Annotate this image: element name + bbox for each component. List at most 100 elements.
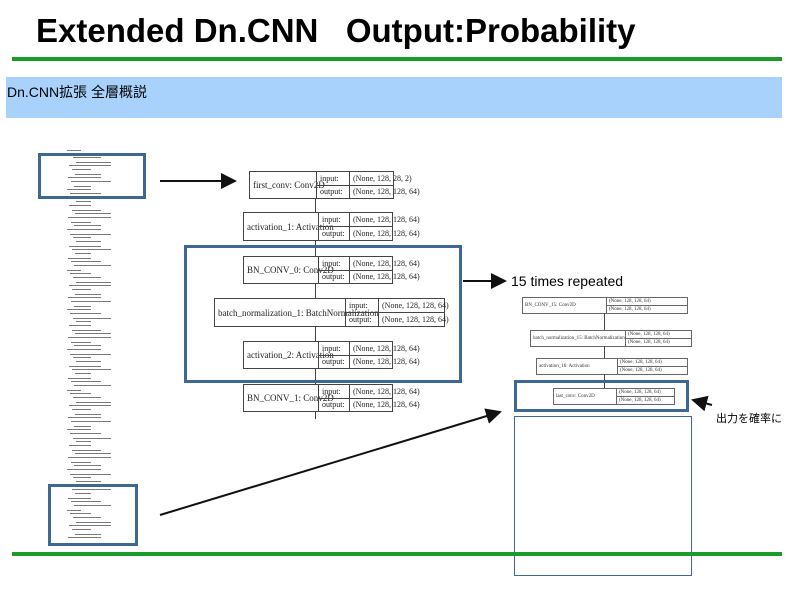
thumbnail-line: [74, 465, 101, 466]
edge: [315, 411, 316, 419]
thumbnail-line: [73, 357, 91, 358]
thumbnail-line: [68, 537, 101, 538]
thumbnail-line: [75, 294, 101, 295]
output-shape: (None, 128, 128, 64): [617, 396, 674, 404]
thumbnail-line: [69, 205, 91, 206]
layer-name: batch_normalization_15: BatchNormalizati…: [533, 336, 625, 341]
input-label: input:: [322, 258, 341, 268]
thumbnail-line: [67, 510, 81, 511]
output-label: output:: [317, 184, 349, 199]
layer-node-batch-normalization-1: batch_normalization_1: BatchNormalizatio…: [214, 298, 449, 327]
thumbnail-line: [72, 409, 91, 410]
thumbnail-line: [76, 282, 111, 283]
output-label: output:: [319, 269, 349, 284]
input-label: input:: [349, 301, 368, 310]
thumbnail-line: [72, 369, 111, 370]
layer-name: BN_CONV_0: Conv2D: [247, 265, 334, 275]
layer-name: last_conv: Conv2D: [556, 394, 595, 399]
layer-name: activation_1: Activation: [247, 221, 334, 232]
thumbnail-line: [67, 429, 91, 430]
input-label: input:: [322, 386, 341, 396]
thumbnail-line: [72, 529, 91, 530]
layer-node-bn-conv-1: BN_CONV_1: Conv2D input: output: (None, …: [243, 384, 420, 412]
thumbnail-line: [74, 505, 111, 506]
thumbnail-line: [75, 453, 111, 454]
thumbnail-line: [73, 438, 111, 439]
thumbnail-line: [76, 241, 101, 242]
thumbnail-line: [70, 393, 91, 394]
thumbnail-line: [68, 217, 111, 218]
thumbnail-line: [75, 414, 101, 415]
thumbnail-line: [71, 421, 111, 422]
thumbnail-line: [71, 501, 101, 502]
output-box: [514, 416, 692, 576]
thumbnail-line: [67, 469, 101, 470]
thumbnail-line: [69, 165, 111, 166]
thumbnail-line: [70, 474, 111, 475]
input-shape: (None, 128, 128, 64): [353, 386, 420, 396]
subtitle-band: [6, 77, 782, 118]
thumbnail-line: [72, 210, 101, 211]
thumbnail-line: [72, 249, 111, 250]
output-label: output:: [319, 354, 349, 369]
thumbnail-line: [67, 309, 91, 310]
thumbnail-line: [76, 481, 101, 482]
output-label: output:: [319, 397, 349, 412]
thumbnail-line: [68, 297, 101, 298]
layer-name: BN_CONV_15: Conv2D: [525, 303, 576, 308]
thumbnail-line: [68, 337, 111, 338]
thumbnail-line: [71, 342, 91, 343]
thumbnail-line: [74, 265, 111, 266]
tail-node-last-conv: last_conv: Conv2D (None, 128, 128, 64) (…: [553, 388, 675, 405]
thumbnail-line: [76, 522, 111, 523]
layer-node-bn-conv-0: BN_CONV_0: Conv2D input: output: (None, …: [243, 256, 420, 284]
thumbnail-line: [72, 289, 91, 290]
thumbnail-line: [70, 234, 111, 235]
output-shape: (None, 128, 128, 64): [626, 338, 691, 346]
input-shape: (None, 128, 128, 64): [628, 332, 670, 337]
layer-name: batch_normalization_1: BatchNormalizatio…: [218, 307, 379, 318]
thumbnail-line: [70, 433, 101, 434]
layer-name: BN_CONV_1: Conv2D: [247, 393, 334, 403]
thumbnail-line: [69, 405, 111, 406]
thumbnail-line: [72, 489, 111, 490]
repeat-note: 15 times repeated: [511, 273, 624, 289]
output-shape: (None, 128, 128, 64): [350, 184, 420, 199]
thumbnail-line: [67, 390, 81, 391]
thumbnail-line: [69, 445, 91, 446]
layer-name: first_conv: Conv2D: [253, 180, 325, 190]
thumbnail-line: [73, 477, 91, 478]
thumbnail-line: [76, 361, 101, 362]
network-thumbnail: [67, 150, 113, 538]
thumbnail-line: [75, 174, 101, 175]
output-label: output:: [346, 312, 378, 326]
edge: [315, 198, 316, 212]
thumbnail-line: [70, 273, 91, 274]
thumbnail-line: [71, 462, 91, 463]
input-shape: (None, 128, 128, 64): [382, 301, 449, 310]
output-shape: (None, 128, 128, 64): [350, 397, 420, 412]
output-note: 出力を確率に: [716, 413, 782, 425]
thumbnail-line: [68, 258, 91, 259]
thumbnail-line: [71, 261, 101, 262]
thumbnail-line: [73, 517, 101, 518]
slide-title: Extended Dn.CNN Output:Probability: [36, 12, 636, 49]
thumbnail-line: [69, 525, 111, 526]
thumbnail-line: [67, 189, 91, 190]
thumbnail-line: [71, 181, 111, 182]
thumbnail-line: [73, 397, 101, 398]
tail-node-activation: activation_16: Activation (None, 128, 12…: [536, 358, 688, 375]
thumbnail-line: [67, 270, 81, 271]
thumbnail-line: [68, 498, 91, 499]
edge: [604, 313, 605, 330]
input-label: input:: [320, 173, 339, 183]
thumbnail-line: [72, 169, 91, 170]
thumbnail-line: [75, 333, 111, 334]
edge: [315, 368, 316, 384]
output-shape: (None, 128, 128, 64): [350, 354, 420, 369]
input-label: input:: [322, 343, 341, 353]
thumbnail-line: [75, 253, 91, 254]
thumb-top-highlight: [38, 153, 146, 199]
thumbnail-line: [71, 222, 91, 223]
